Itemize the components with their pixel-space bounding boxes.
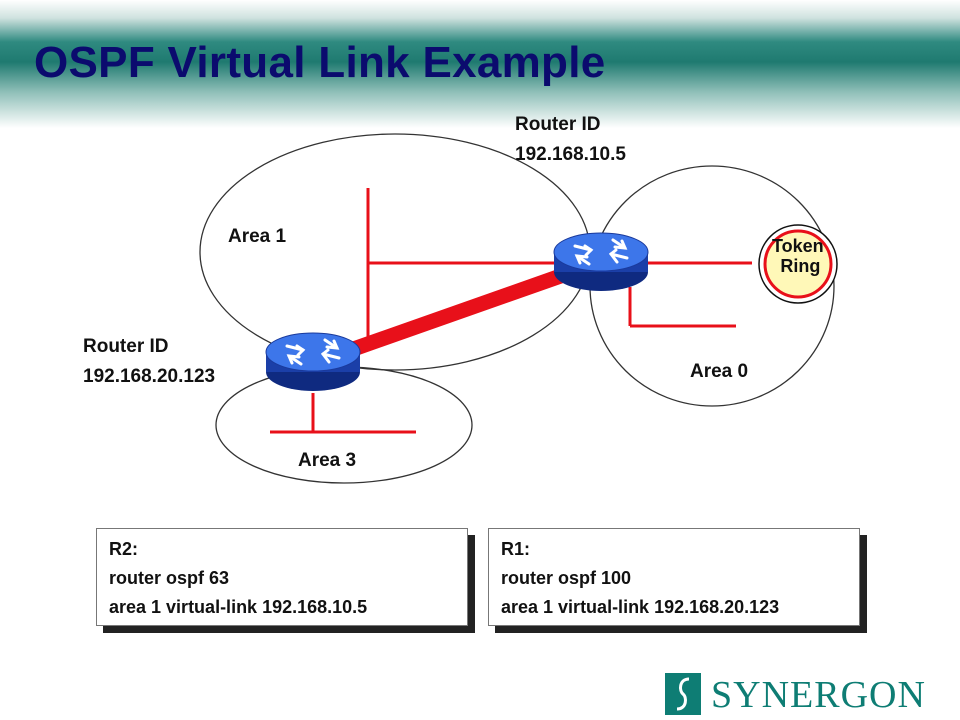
router-icon-r1	[553, 232, 649, 291]
config-r1-line2: router ospf 100	[501, 568, 632, 588]
config-box-r1: R1: router ospf 100 area 1 virtual-link …	[488, 528, 860, 626]
synergon-logo-icon	[665, 673, 701, 715]
config-r2-line3: area 1 virtual-link 192.168.10.5	[109, 597, 368, 617]
config-r1-line1: R1:	[501, 539, 531, 559]
area-0-label: Area 0	[690, 361, 749, 382]
area-3-label: Area 3	[298, 450, 357, 471]
router-id-r1-heading: Router ID	[515, 114, 601, 135]
router-id-r2-value: 192.168.20.123	[83, 366, 216, 387]
synergon-logo: SYNERGON	[665, 673, 950, 715]
config-r2-line2: router ospf 63	[109, 568, 230, 588]
token-ring-icon	[758, 224, 838, 304]
config-box-r2: R2: router ospf 63 area 1 virtual-link 1…	[96, 528, 468, 626]
router-id-r2-label: Router ID 192.168.20.123	[83, 332, 215, 392]
page-title: OSPF Virtual Link Example	[34, 38, 606, 87]
config-r1-line3: area 1 virtual-link 192.168.20.123	[501, 597, 780, 617]
area-1-label: Area 1	[228, 226, 287, 247]
config-r2-line1: R2:	[109, 539, 139, 559]
token-ring-label-line2: Ring	[780, 256, 821, 276]
header-band	[0, 0, 960, 130]
token-ring-label-line1: Token	[772, 236, 824, 256]
router-id-r1-value: 192.168.10.5	[515, 144, 626, 165]
token-ring-label: Token Ring	[772, 236, 824, 276]
router-id-r1-label: Router ID 192.168.10.5	[515, 110, 626, 170]
router-icon-r2	[265, 332, 361, 391]
virtual-link	[342, 264, 575, 360]
synergon-logo-text: SYNERGON	[711, 674, 926, 716]
router-id-r2-heading: Router ID	[83, 336, 169, 357]
